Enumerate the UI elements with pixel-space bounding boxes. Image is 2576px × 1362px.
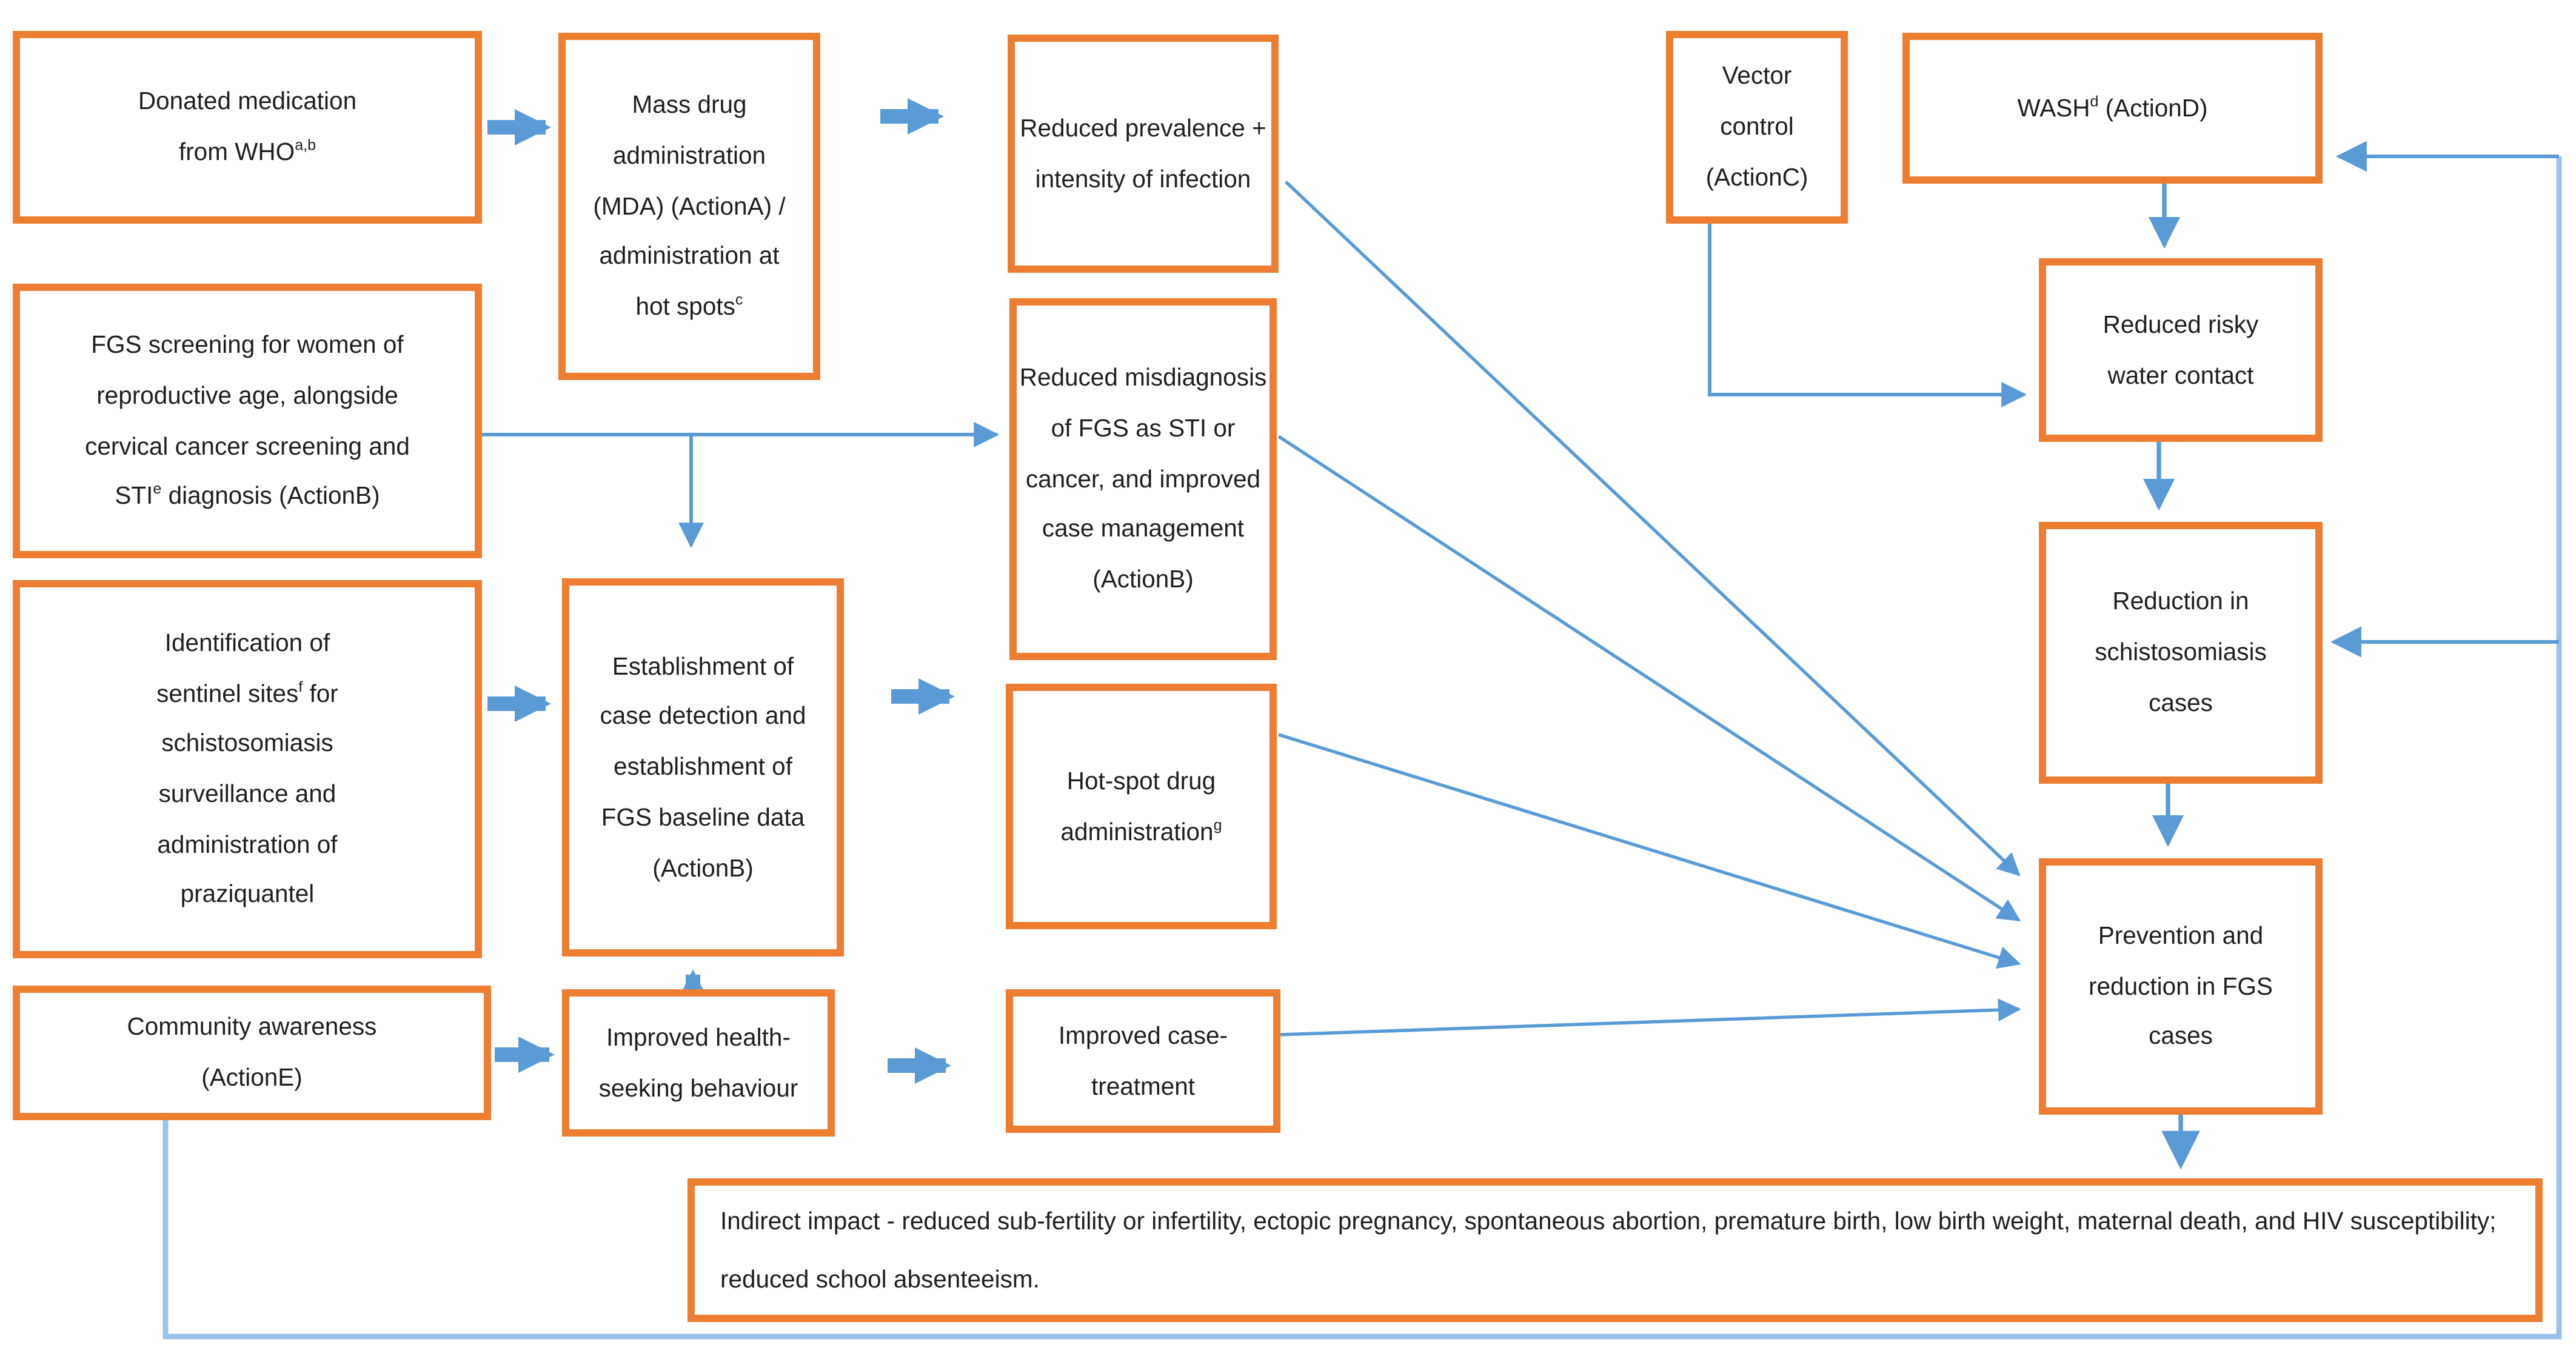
- node-mass-drug-administration-label: Mass drug administration (MDA) (ActionA)…: [593, 91, 786, 320]
- node-reduced-prevalence-label: Reduced prevalence + intensity of infect…: [1020, 114, 1266, 192]
- node-fgs-screening-label: FGS screening for women of reproductive …: [85, 331, 410, 510]
- arrow-hotspot-to-fgs-prevention: [1278, 733, 2021, 969]
- node-sentinel-sites: Identification of sentinel sitesf for sc…: [13, 580, 482, 958]
- node-reduced-prevalence: Reduced prevalence + intensity of infect…: [1008, 35, 1279, 273]
- node-wash: WASHd (ActionD): [1902, 33, 2323, 184]
- node-mass-drug-administration: Mass drug administration (MDA) (ActionA)…: [558, 33, 820, 380]
- node-health-seeking-behaviour-label: Improved health-seeking behaviour: [598, 1023, 798, 1101]
- node-reduced-risky-water-contact-label: Reduced risky water contact: [2103, 310, 2259, 389]
- node-vector-control-label: Vector control (ActionC): [1705, 62, 1808, 191]
- node-reduced-misdiagnosis-label: Reduced misdiagnosis of FGS as STI or ca…: [1019, 364, 1267, 593]
- arrow-misdiagnosis-to-fgs-prevention: [1277, 435, 2021, 922]
- node-prevention-reduction-fgs: Prevention and reduction in FGS cases: [2039, 858, 2323, 1115]
- node-sentinel-sites-label: Identification of sentinel sitesf for sc…: [156, 629, 338, 909]
- node-reduction-schistosomiasis-label: Reduction in schistosomiasis cases: [2095, 588, 2267, 716]
- node-reduction-schistosomiasis: Reduction in schistosomiasis cases: [2039, 522, 2323, 784]
- node-donated-medication: Donated medication from WHOa,b: [13, 31, 482, 224]
- node-establishment-case-detection: Establishment of case detection and esta…: [562, 578, 844, 956]
- node-wash-label: WASHd (ActionD): [2017, 91, 2208, 121]
- node-donated-medication-label: Donated medication from WHOa,b: [138, 87, 357, 165]
- node-indirect-impact: Indirect impact - reduced sub-fertility …: [687, 1178, 2543, 1322]
- node-community-awareness: Community awareness (ActionE): [13, 986, 491, 1120]
- node-reduced-risky-water-contact: Reduced risky water contact: [2039, 258, 2323, 442]
- node-improved-case-treatment-label: Improved case-treatment: [1058, 1021, 1228, 1100]
- node-improved-case-treatment: Improved case-treatment: [1006, 989, 1280, 1133]
- node-establishment-case-detection-label: Establishment of case detection and esta…: [600, 652, 806, 881]
- node-vector-control: Vector control (ActionC): [1666, 31, 1848, 224]
- node-prevention-reduction-fgs-label: Prevention and reduction in FGS cases: [2089, 921, 2273, 1050]
- node-community-awareness-label: Community awareness (ActionE): [127, 1013, 377, 1091]
- node-hotspot-drug-administration-label: Hot-spot drug administrationg: [1060, 767, 1222, 845]
- node-health-seeking-behaviour: Improved health-seeking behaviour: [562, 989, 835, 1137]
- node-reduced-misdiagnosis: Reduced misdiagnosis of FGS as STI or ca…: [1009, 298, 1277, 660]
- arrow-reduced-prevalence-to-fgs-prevention: [1285, 181, 2021, 876]
- feedback-loop-line: [162, 156, 2562, 1340]
- node-indirect-impact-label: Indirect impact - reduced sub-fertility …: [720, 1207, 2497, 1292]
- node-fgs-screening: FGS screening for women of reproductive …: [13, 284, 482, 558]
- node-hotspot-drug-administration: Hot-spot drug administrationg: [1006, 684, 1277, 929]
- arrow-case-treatment-to-fgs-prevention: [1280, 998, 2021, 1037]
- arrow-vector-control-to-risky-water: [1708, 224, 2027, 407]
